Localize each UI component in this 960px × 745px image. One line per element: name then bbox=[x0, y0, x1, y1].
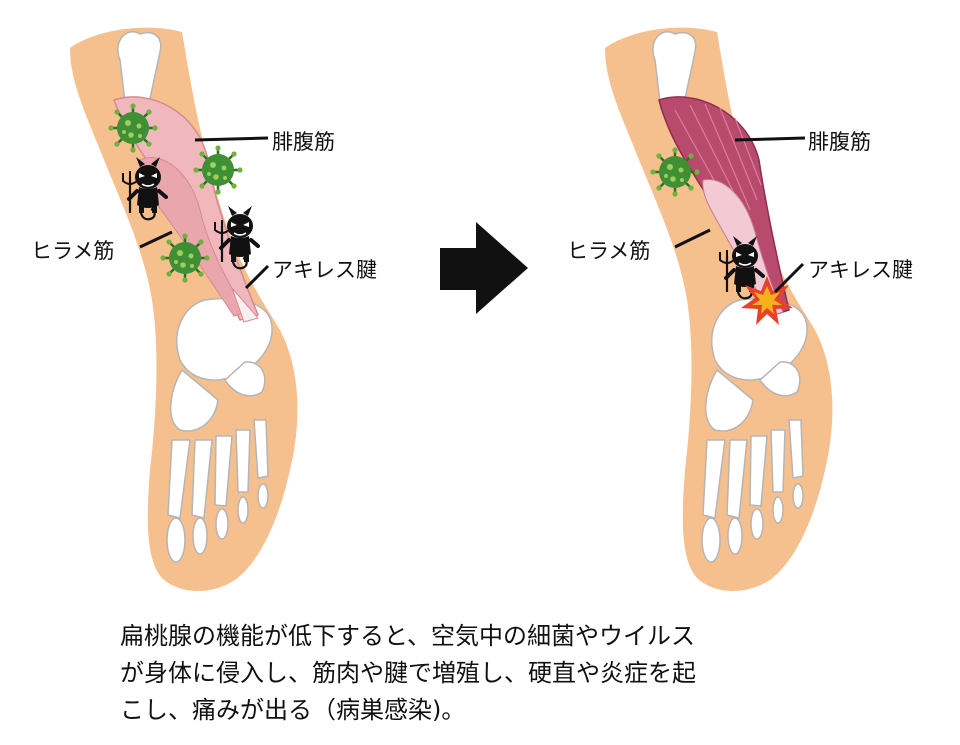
comparison-diagram bbox=[70, 27, 833, 592]
burst-icon bbox=[741, 276, 793, 325]
label-achilles-right: アキレス腱 bbox=[808, 258, 913, 282]
caption-line: が身体に侵入し、筋肉や腱で増殖し、硬直や炎症を起 bbox=[120, 659, 696, 687]
label-achilles-left: アキレス腱 bbox=[272, 258, 377, 282]
label-soleus-left: ヒラメ筋 bbox=[31, 239, 115, 263]
label-gastrocnemius-left: 腓腹筋 bbox=[272, 130, 335, 154]
label-soleus-right: ヒラメ筋 bbox=[567, 239, 651, 263]
label-gastrocnemius-right: 腓腹筋 bbox=[808, 130, 871, 154]
arrow-right-icon bbox=[440, 222, 528, 314]
right-leg-inflamed bbox=[605, 27, 833, 592]
caption-line: こし、痛みが出る（病巣感染)。 bbox=[120, 696, 466, 724]
caption-line: 扁桃腺の機能が低下すると、空気中の細菌やウイルス bbox=[120, 622, 696, 650]
left-leg-healthy bbox=[70, 27, 298, 592]
caption: 扁桃腺の機能が低下すると、空気中の細菌やウイルス が身体に侵入し、筋肉や腱で増殖… bbox=[120, 618, 840, 729]
